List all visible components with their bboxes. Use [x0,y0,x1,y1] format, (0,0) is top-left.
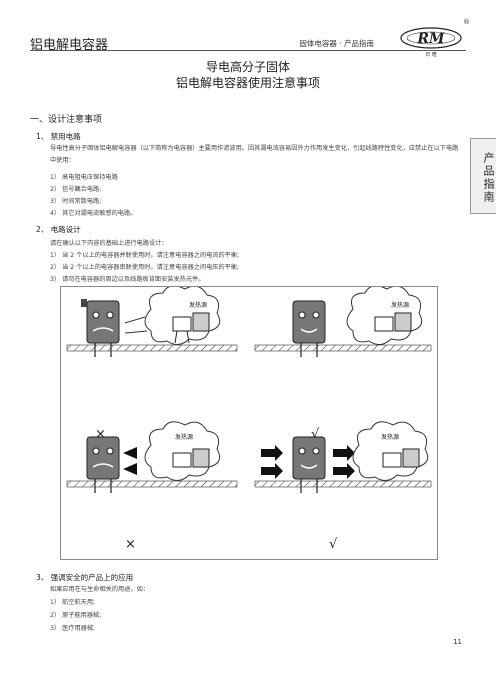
list-item: 2） 当 2 个以上的电容器串联使用时，请注意电容器之间电压的平衡; [50,264,240,271]
document-title-line2: 铝电解电容器使用注意事项 [175,76,320,90]
page-header: 铝电解电容器 固体电容器 · 产品指南 RM 日 暄 ® [30,18,470,58]
registered-mark: ® [463,18,470,26]
panel-bottom-right: 发热源 [254,421,432,493]
document-title-line1: 导电高分子固体 [205,60,290,74]
panel-top-right: 发热源 [254,287,432,357]
subsection-heading: 3、 强调安全的产品上的应用 [36,573,134,582]
subsection-heading: 1、 禁用电路 [36,132,81,141]
page-number: 11 [453,638,462,646]
header-rule [30,50,466,51]
list-item: 3） 时间常数电路; [50,198,102,205]
list-item: 1） 高电阻电压保持电路 [50,174,118,181]
list-item: 2） 信号藕合电路; [50,186,102,193]
list-item: 3） 请勿在电容器的周边以及线路板背面安装发热元件。 [50,276,205,283]
side-tab-product-guide: 产品指南 [470,138,496,214]
header-subtitle: 固体电容器 · 产品指南 [299,39,374,48]
correct-mark: √ [329,537,338,552]
panel-bottom-left: 发热源 [66,421,238,493]
paragraph: 如果应用在与生命相关的用途，如： [50,586,149,593]
illustration-box: 发热源 发热源 [60,286,438,560]
paragraph: 导电性高分子固体铝电解电容器（以下简称为电容器）主要用作滤波用。因其漏电流容易因… [50,145,459,164]
header-title: 铝电解电容器 [30,38,109,53]
logo-caption: 日 暄 [425,51,437,58]
panel-top-left: 发热源 [66,287,238,357]
heat-source-label: 发热源 [175,433,193,441]
capacitor-placement-illustration: 发热源 发热源 [66,287,432,493]
section-heading: 一、设计注意事项 [30,115,103,125]
heat-source-label: 发热源 [381,433,399,441]
incorrect-mark: × [95,427,106,442]
list-item: 1） 当 2 个以上的电容器并联使用时，请注意电容器之间电流的平衡; [50,252,240,259]
incorrect-mark: × [125,537,136,552]
correct-mark: √ [311,427,320,442]
paragraph: 请在确认以下内容的基础上进行电路设计： [50,240,168,247]
list-item: 4） 其它对漏电流敏感的电路。 [50,210,137,217]
rm-logo: RM 日 暄 [400,27,462,58]
subsection-heading: 2、 电路设计 [36,225,81,234]
heat-source-label: 发热源 [189,301,207,309]
logo-text: RM [416,31,445,47]
list-item: 1） 航空航天用; [50,599,96,606]
heat-source-label: 发热源 [391,301,409,309]
list-item: 2） 原子能用器械; [50,612,102,619]
list-item: 3） 医疗用器械; [50,625,96,632]
